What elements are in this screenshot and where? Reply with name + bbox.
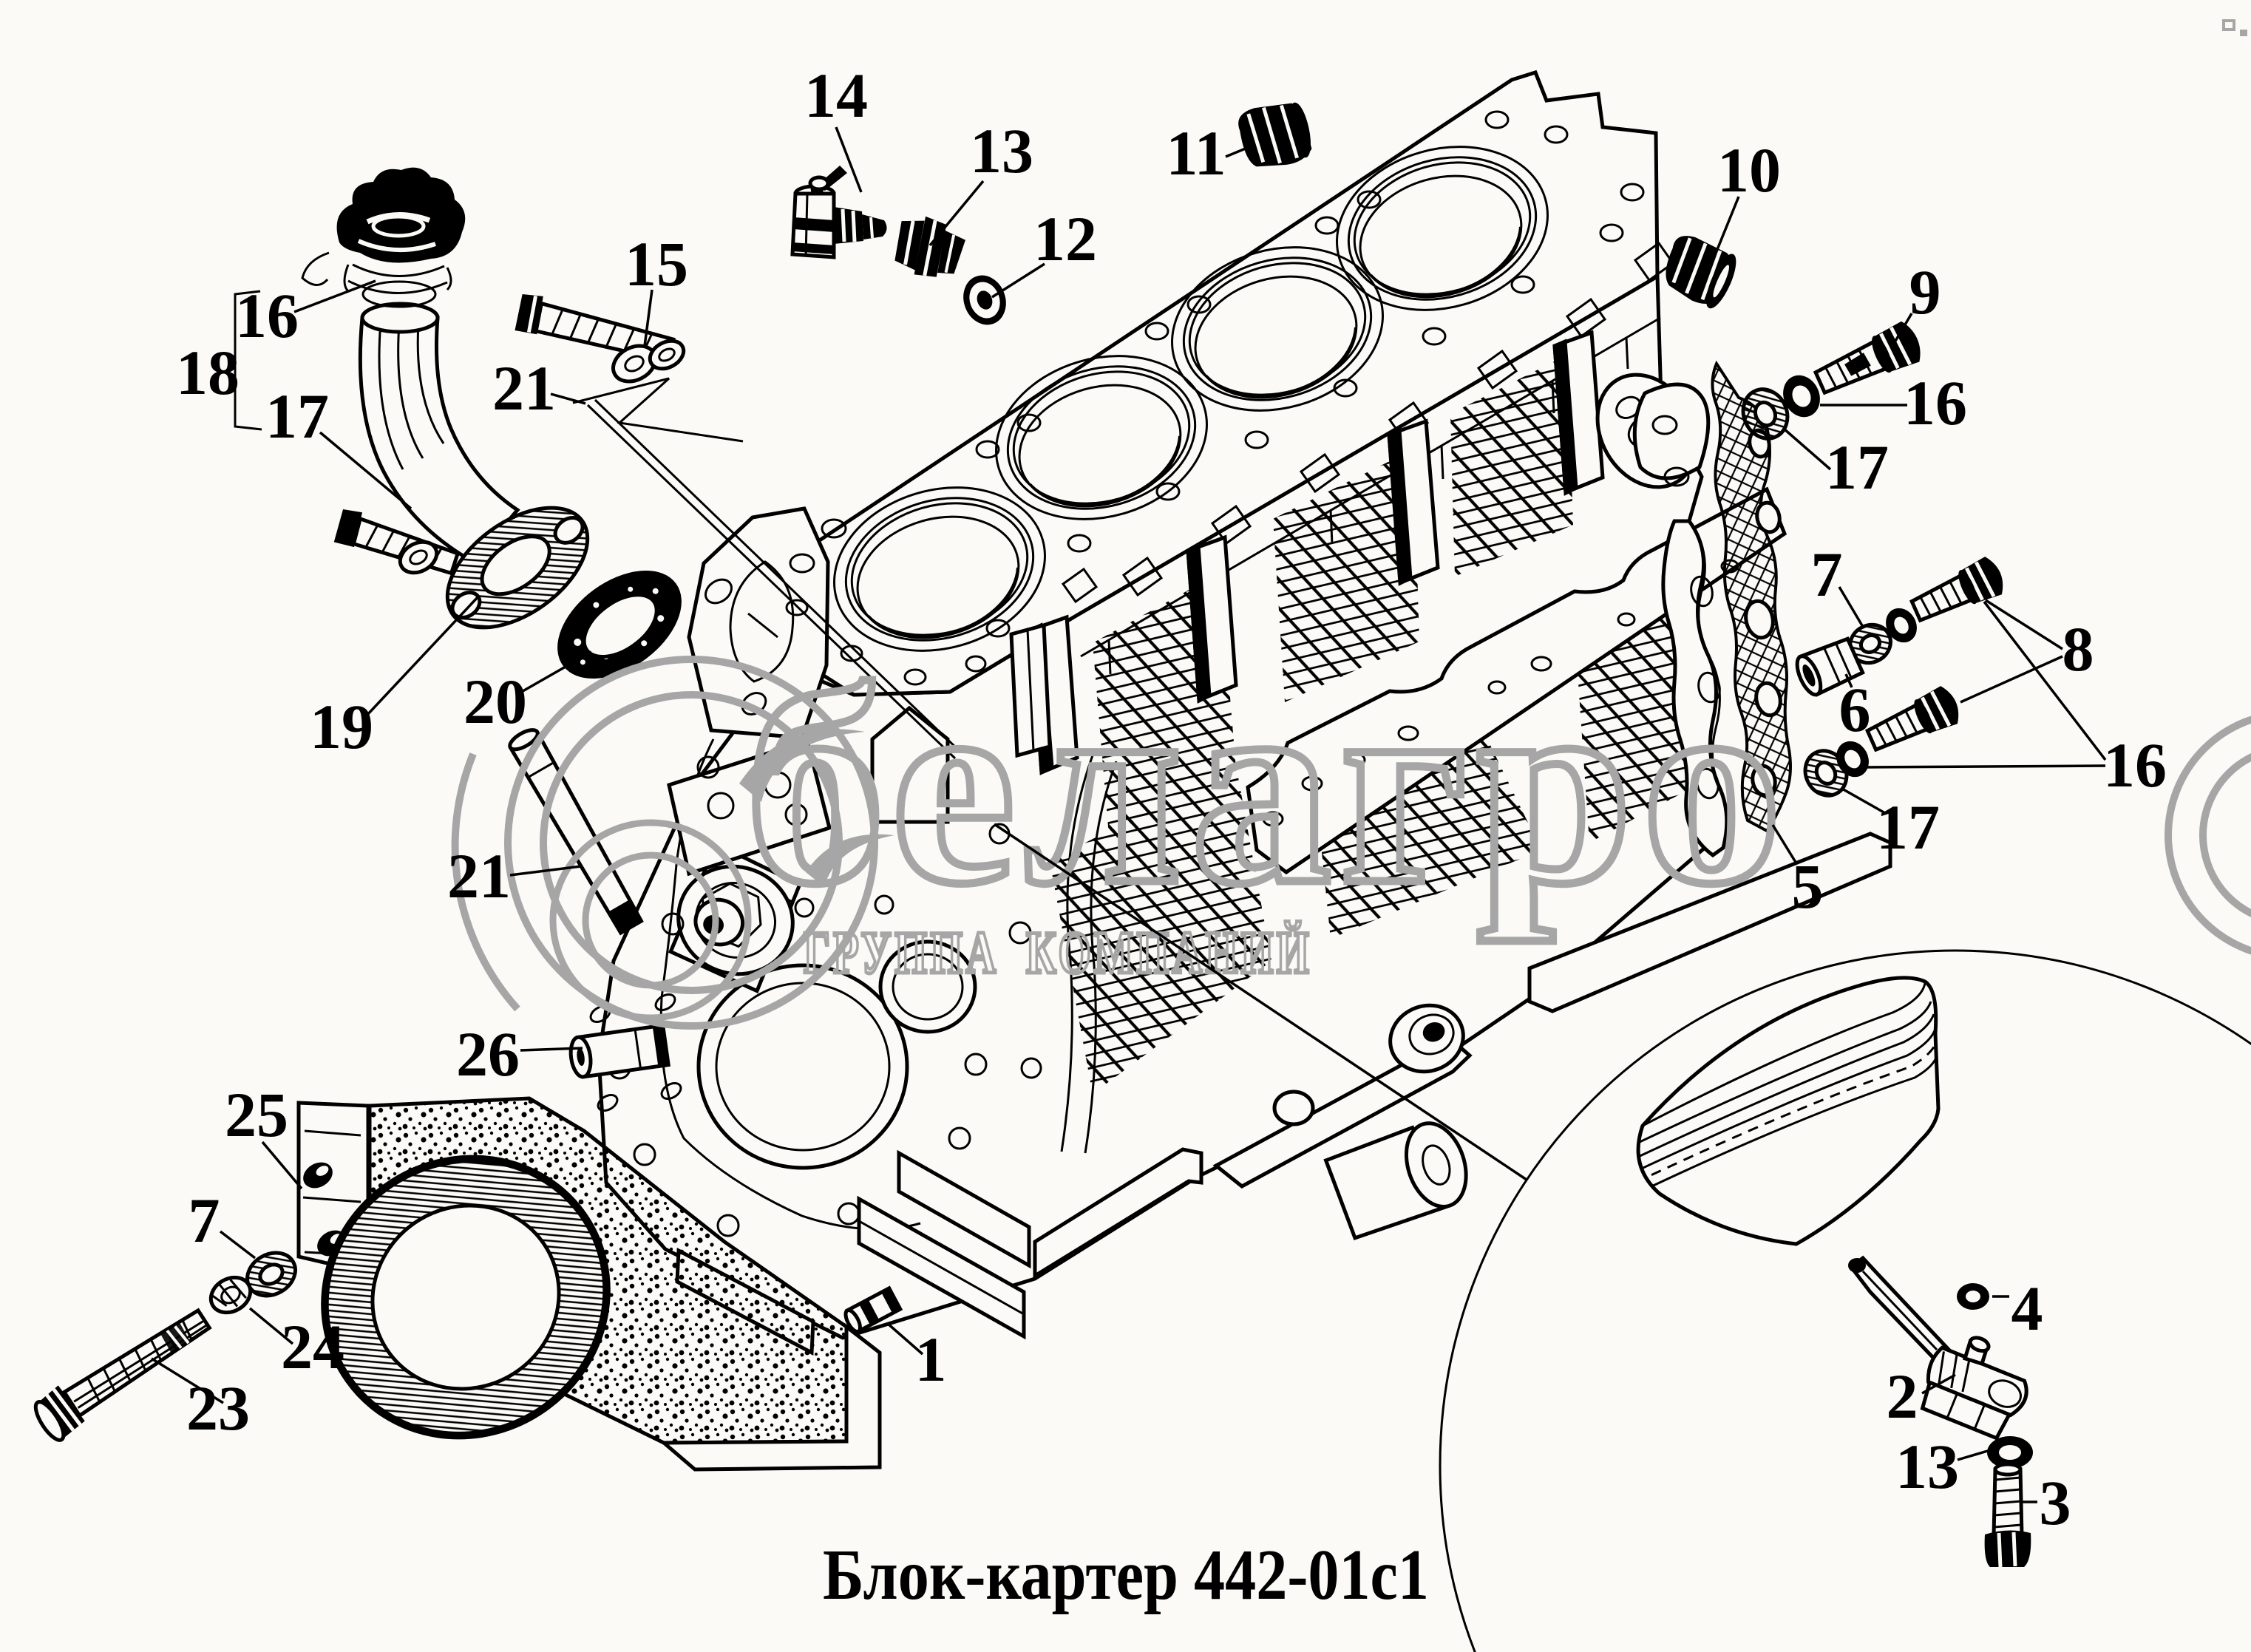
svg-text:1: 1 [915,1324,947,1395]
svg-text:7: 7 [189,1185,220,1256]
svg-text:12: 12 [1033,203,1097,274]
svg-text:25: 25 [225,1079,288,1150]
svg-text:10: 10 [1717,135,1781,205]
svg-text:9: 9 [1909,256,1941,327]
svg-text:Блок-картер 442-01с1: Блок-картер 442-01с1 [823,1535,1429,1615]
svg-text:16: 16 [2103,730,2167,800]
svg-text:14: 14 [804,60,868,131]
svg-text:5: 5 [1792,851,1824,922]
svg-text:7: 7 [1811,539,1843,610]
svg-text:24: 24 [281,1311,344,1382]
svg-text:18: 18 [176,337,240,408]
svg-text:23: 23 [186,1373,250,1444]
svg-text:4: 4 [2011,1273,2043,1344]
svg-text:17: 17 [1876,792,1940,863]
svg-text:16: 16 [235,280,299,351]
svg-text:2: 2 [1887,1361,1918,1432]
svg-text:21: 21 [447,840,511,911]
svg-text:16: 16 [1904,367,1967,438]
svg-text:21: 21 [492,353,556,424]
svg-text:15: 15 [625,228,688,299]
svg-text:13: 13 [1895,1431,1959,1502]
svg-text:20: 20 [464,666,527,737]
svg-text:26: 26 [456,1019,520,1090]
svg-text:17: 17 [1825,432,1889,503]
svg-text:6: 6 [1839,674,1871,745]
svg-text:19: 19 [310,691,373,762]
svg-text:белагро: белагро [745,631,1791,942]
svg-text:3: 3 [2040,1467,2071,1538]
svg-text:8: 8 [2062,613,2094,684]
svg-text:17: 17 [265,381,329,452]
svg-text:ГРУППА КОМПАНИЙ: ГРУППА КОМПАНИЙ [804,920,1312,987]
svg-text:11: 11 [1166,118,1226,188]
svg-text:13: 13 [970,115,1033,186]
